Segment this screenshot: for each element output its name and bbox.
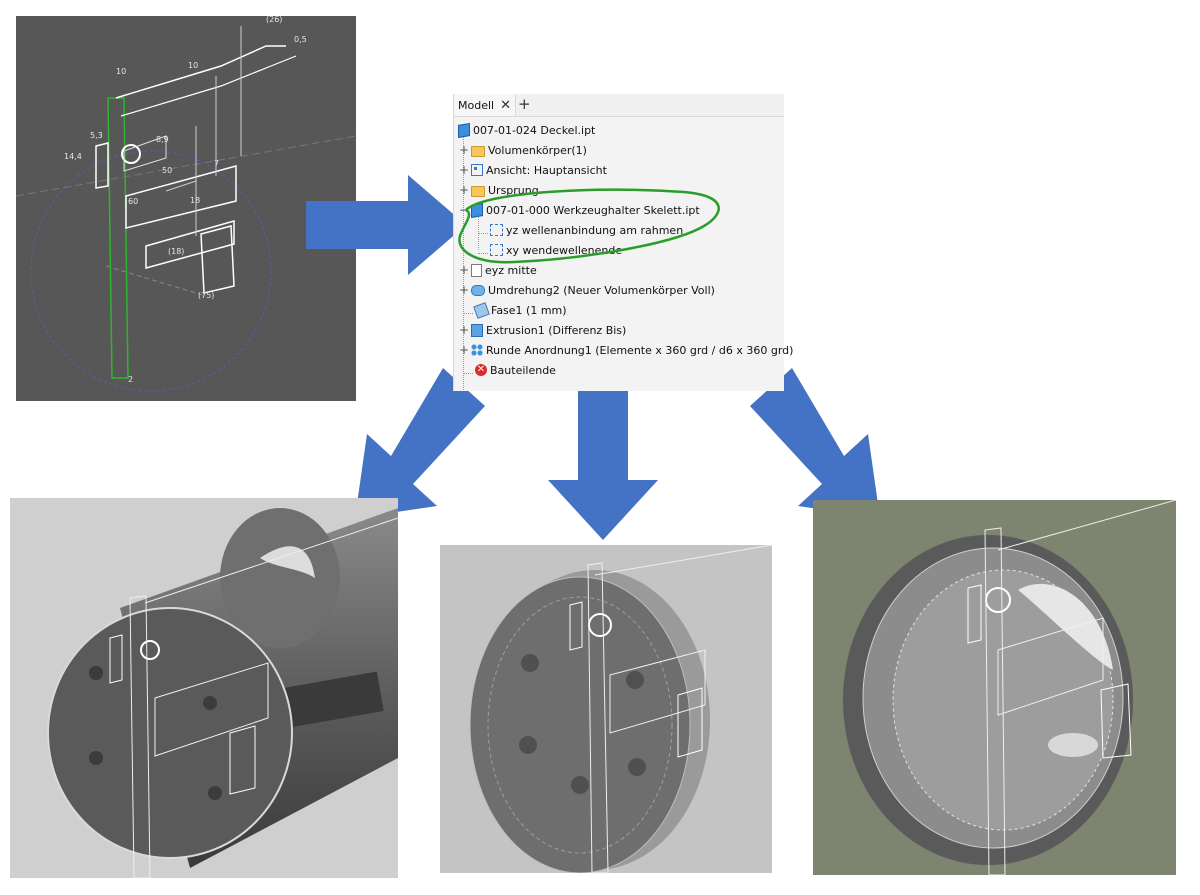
end-of-part-icon: ✕ [475, 364, 487, 376]
dim-label: 18 [190, 196, 200, 205]
tree-item-label: xy wendewellenende [506, 243, 623, 257]
expand-icon[interactable]: + [459, 162, 470, 177]
tree-item-label: Runde Anordnung1 (Elemente x 360 grd / d… [486, 343, 794, 357]
tree-item-runde-anordnung1[interactable]: + Runde Anordnung1 (Elemente x 360 grd /… [459, 340, 793, 360]
tree-item-label: Fase1 (1 mm) [491, 303, 567, 317]
arrow-right-icon [306, 175, 466, 275]
shaft-render [47, 508, 398, 878]
highlight-circle [458, 188, 720, 264]
browser-tab-bar: Modell ✕ + [454, 94, 784, 117]
dim-label: 5,3 [90, 131, 103, 140]
tree-item-extrusion1[interactable]: + Extrusion1 (Differenz Bis) [459, 320, 626, 340]
tree-item-yz-plane[interactable]: yz wellenanbindung am rahmen [490, 220, 683, 240]
sketch-icon [471, 263, 482, 277]
skeleton-sketch-screenshot: (26) 0,5 10 10 8,9 5,3 14,4 50 7 60 18 (… [16, 16, 356, 401]
expand-icon[interactable]: + [459, 262, 470, 277]
tree-item-label: Ansicht: Hauptansicht [486, 163, 607, 177]
expand-icon[interactable]: + [459, 342, 470, 357]
cover-back-render [843, 500, 1176, 875]
tree-item-label: Extrusion1 (Differenz Bis) [486, 323, 627, 337]
tree-item-label: yz wellenanbindung am rahmen [506, 223, 684, 237]
revolve-icon [471, 284, 485, 296]
view-icon [471, 164, 483, 176]
tree-item-label: Umdrehung2 (Neuer Volumenkörper Voll) [488, 283, 715, 297]
tree-item-eyz-mitte[interactable]: + eyz mitte [459, 260, 537, 280]
expand-icon[interactable]: + [459, 322, 470, 337]
part-icon [458, 122, 470, 138]
dim-label: 8,9 [156, 135, 169, 144]
tree-line [478, 253, 488, 254]
dim-label: 50 [162, 166, 172, 175]
tree-item-label: eyz mitte [485, 263, 537, 277]
render-cover-back-view [813, 500, 1176, 875]
render-cover-front-view [440, 545, 772, 873]
arrow-down-icon [548, 380, 658, 540]
circular-pattern-icon [471, 344, 483, 356]
dim-label: (75) [198, 291, 214, 300]
render-shaft-view [10, 498, 398, 878]
tree-item-xy-plane[interactable]: xy wendewellenende [490, 240, 622, 260]
dim-label: 60 [128, 197, 138, 206]
model-browser-panel: Modell ✕ + 007-01-024 Deckel.ipt + Volum… [453, 94, 793, 391]
tree-line [463, 313, 473, 314]
sketch-drawing: (26) 0,5 10 10 8,9 5,3 14,4 50 7 60 18 (… [16, 16, 356, 392]
work-plane-icon [490, 224, 503, 236]
folder-icon [471, 185, 485, 197]
dim-label: 7 [214, 159, 219, 168]
dim-label: 10 [188, 61, 198, 70]
dim-label: 2 [128, 375, 133, 384]
tree-item-skelett[interactable]: − 007-01-000 Werkzeughalter Skelett.ipt [459, 200, 700, 220]
tree-item-label: 007-01-024 Deckel.ipt [473, 123, 596, 137]
tree-line [478, 214, 479, 250]
tree-item-ansicht[interactable]: + Ansicht: Hauptansicht [459, 160, 607, 180]
arrow-down-left-icon [355, 368, 485, 518]
tab-modell[interactable]: Modell ✕ [454, 94, 516, 116]
expand-icon[interactable]: + [459, 142, 470, 157]
arrow-down-right-icon [750, 368, 880, 518]
chamfer-icon [473, 301, 490, 319]
folder-icon [471, 145, 485, 157]
dim-label: (26) [266, 16, 282, 24]
expand-icon[interactable]: + [459, 182, 470, 197]
close-icon[interactable]: ✕ [500, 97, 511, 113]
dim-label: 0,5 [294, 35, 307, 44]
tree-item-label: 007-01-000 Werkzeughalter Skelett.ipt [486, 203, 700, 217]
expand-icon[interactable]: + [459, 282, 470, 297]
dim-label: 10 [116, 67, 126, 76]
add-tab-icon[interactable]: + [518, 95, 531, 113]
tree-item-fase1[interactable]: Fase1 (1 mm) [473, 300, 567, 320]
tree-line [463, 134, 464, 390]
tab-label: Modell [458, 98, 495, 112]
dim-label: 14,4 [64, 152, 82, 161]
tree-line [478, 233, 488, 234]
tree-item-label: Bauteilende [490, 363, 556, 377]
tree-item-bauteilende[interactable]: ✕ Bauteilende [475, 360, 556, 380]
tree-item-volumenkoerper[interactable]: + Volumenkörper(1) [459, 140, 587, 160]
work-plane-icon [490, 244, 503, 256]
cover-front-render [469, 545, 772, 873]
tree-item-root[interactable]: 007-01-024 Deckel.ipt [458, 120, 595, 140]
tree-item-label: Volumenkörper(1) [488, 143, 587, 157]
tree-line [463, 373, 473, 374]
dim-label: (18) [168, 247, 184, 256]
tree-item-umdrehung2[interactable]: + Umdrehung2 (Neuer Volumenkörper Voll) [459, 280, 715, 300]
extrude-icon [471, 323, 483, 337]
collapse-icon[interactable]: − [459, 202, 470, 217]
